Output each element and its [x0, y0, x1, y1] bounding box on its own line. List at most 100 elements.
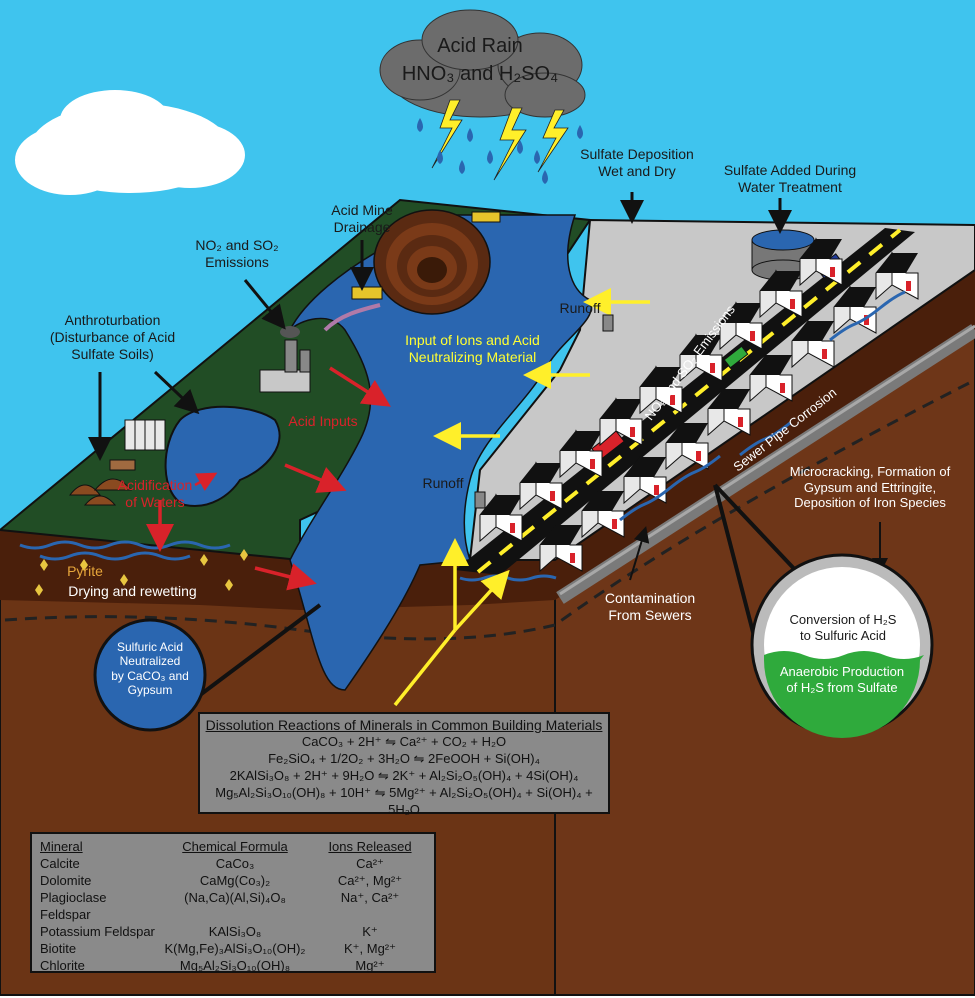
reactions-panel: Dissolution Reactions of Minerals in Com… — [198, 712, 610, 817]
mineral-name: Calcite — [40, 856, 80, 871]
contamination-label: Contamination From Sewers — [604, 590, 696, 623]
house — [519, 461, 563, 511]
reaction-row: Fe₂SiO₄ + 1/2O₂ + 3H₂O ⇋ 2FeOOH + Si(OH)… — [268, 751, 540, 766]
microcracking-label: Microcracking, Formation of Gypsum and E… — [789, 464, 951, 511]
house — [707, 387, 751, 437]
dirt-mounds — [68, 459, 136, 506]
house — [581, 489, 625, 539]
sewer-zoom-circle — [750, 553, 934, 738]
mineral-name: Biotite — [40, 941, 77, 956]
house — [559, 429, 603, 479]
mineral-name: Dolomite — [40, 873, 92, 888]
mineral-name: Plagioclase Feldspar — [40, 890, 107, 922]
sulfate-deposition-label: Sulfate Deposition Wet and Dry — [580, 146, 694, 179]
acid-inputs-label: Acid Inputs — [288, 413, 358, 429]
header-formula: Chemical Formula — [182, 839, 288, 854]
green-car — [723, 345, 749, 369]
house — [749, 353, 793, 403]
table-row: Calcite CaCo₃ Ca²⁺ — [32, 855, 434, 872]
house — [833, 285, 877, 335]
mineral-ions: Ca²⁺ — [356, 856, 384, 871]
open-pit-mine — [373, 209, 491, 315]
mineral-formula: KAlSi₃O₈ — [208, 924, 262, 939]
mineral-name: Potassium Feldspar — [40, 924, 155, 939]
pointer-emissions — [243, 279, 286, 330]
reaction-row: 2KAlSi₃O₈ + 2H⁺ + 9H₂O ⇋ 2K⁺ + Al₂Si₂O₅(… — [229, 768, 579, 783]
pond — [164, 405, 281, 507]
red-arrow-1 — [329, 366, 391, 407]
mineral-formula: CaMg(Co₃)₂ — [199, 873, 271, 888]
fence-structure — [124, 419, 166, 451]
pointer-anthroturbation-2 — [153, 370, 200, 415]
emissions-label: NO₂ and SO₂ Emissions — [195, 237, 279, 270]
neutralized-label: Sulfuric Acid Neutralized by CaCO₃ and G… — [111, 640, 189, 698]
sulfate-added-label: Sulfate Added During Water Treatment — [723, 162, 857, 195]
topsoil-band — [0, 530, 555, 610]
sewer-pipe — [556, 324, 975, 604]
runoff-label-lower: Runoff — [422, 475, 464, 491]
groundwater-right — [619, 290, 906, 522]
table-row: Chlorite Mg₅Al₂Si₃O₁₀(OH)₈ Mg²⁺ — [32, 957, 434, 974]
river — [289, 214, 593, 691]
mineral-ions: K⁺, Mg²⁺ — [343, 941, 396, 956]
table-row: Potassium Feldspar KAlSi₃O₈ K⁺ — [32, 923, 434, 940]
sewer-pipe-highlight — [559, 324, 975, 596]
red-arrow-4 — [254, 563, 317, 591]
topsoil-band-right — [555, 270, 975, 600]
house — [665, 421, 709, 471]
header-mineral: Mineral — [40, 839, 83, 854]
mineral-name: Chlorite — [40, 958, 85, 973]
mineral-ions: K⁺ — [362, 924, 378, 939]
acidification-label: Acidification of Waters — [117, 477, 193, 510]
house — [539, 523, 583, 573]
red-arrow-5 — [194, 472, 218, 492]
mineral-formula: Mg₅Al₂Si₃O₁₀(OH)₈ — [179, 958, 291, 973]
house — [875, 251, 919, 301]
rain-drops — [417, 118, 583, 184]
houses — [479, 237, 919, 573]
pyrite-label: Pyrite — [67, 563, 103, 579]
mineral-ions: Na⁺, Ca²⁺ — [340, 890, 400, 905]
house — [799, 237, 843, 287]
mine-truck — [351, 286, 383, 300]
anaerobic-label: Anaerobic Production of H₂S from Sulfate — [779, 664, 905, 695]
mine-truck-2 — [471, 211, 501, 223]
conversion-label: Conversion of H₂S to Sulfuric Acid — [789, 612, 897, 643]
house — [599, 397, 643, 447]
house — [479, 493, 523, 543]
house — [791, 319, 835, 369]
mineral-formula: K(Mg,Fe)₃AlSi₃O₁₀(OH)₂ — [164, 941, 306, 956]
neutralized-connector — [198, 603, 322, 697]
house — [639, 365, 683, 415]
table-row: Plagioclase Feldspar (Na,Ca)(Al,Si)₄O₈ N… — [32, 889, 434, 923]
acid-rain-formula: HNO₃ and H₂SO₄ — [401, 63, 559, 85]
table-row: Dolomite CaMg(Co₃)₂ Ca²⁺, Mg²⁺ — [32, 872, 434, 889]
road-center-line — [476, 228, 902, 574]
header-ions: Ions Released — [328, 839, 412, 854]
rain-cloud — [379, 9, 586, 118]
reaction-row: CaCO₃ + 2H⁺ ⇋ Ca²⁺ + CO₂ + H₂O — [301, 734, 507, 749]
zoom-connector-2 — [713, 483, 802, 577]
water-table-line — [4, 378, 975, 641]
drying-rewetting-label: Drying and rewetting — [68, 583, 197, 599]
acid-mine-drainage-label: Acid Mine Drainage — [331, 202, 393, 235]
runoff-pipe-lower — [474, 491, 486, 509]
runoff-label-upper: Runoff — [559, 300, 601, 316]
mine-drainage-stream — [323, 303, 381, 332]
input-ions-label: Input of Ions and Acid Neutralizing Mate… — [405, 332, 540, 365]
mineral-formula: (Na,Ca)(Al,Si)₄O₈ — [184, 890, 286, 905]
pointer-contamination — [629, 526, 650, 581]
zoom-connector-1 — [713, 484, 757, 641]
yellow-arrow-6 — [393, 628, 457, 707]
house — [679, 333, 723, 383]
reaction-row: Mg₅Al₂Si₃O₁₀(OH)₈ + 10H⁺ ⇋ 5Mg²⁺ + Al₂Si… — [215, 785, 593, 817]
groundwater-front — [19, 540, 231, 561]
lightning-bolts — [431, 99, 569, 181]
anthroturbation-label: Anthroturbation (Disturbance of Acid Sul… — [49, 312, 176, 362]
house — [759, 269, 803, 319]
minerals-header: Mineral Chemical Formula Ions Released — [32, 838, 434, 855]
white-cloud — [15, 90, 245, 195]
house — [623, 455, 667, 505]
neutralized-circle — [93, 618, 207, 732]
